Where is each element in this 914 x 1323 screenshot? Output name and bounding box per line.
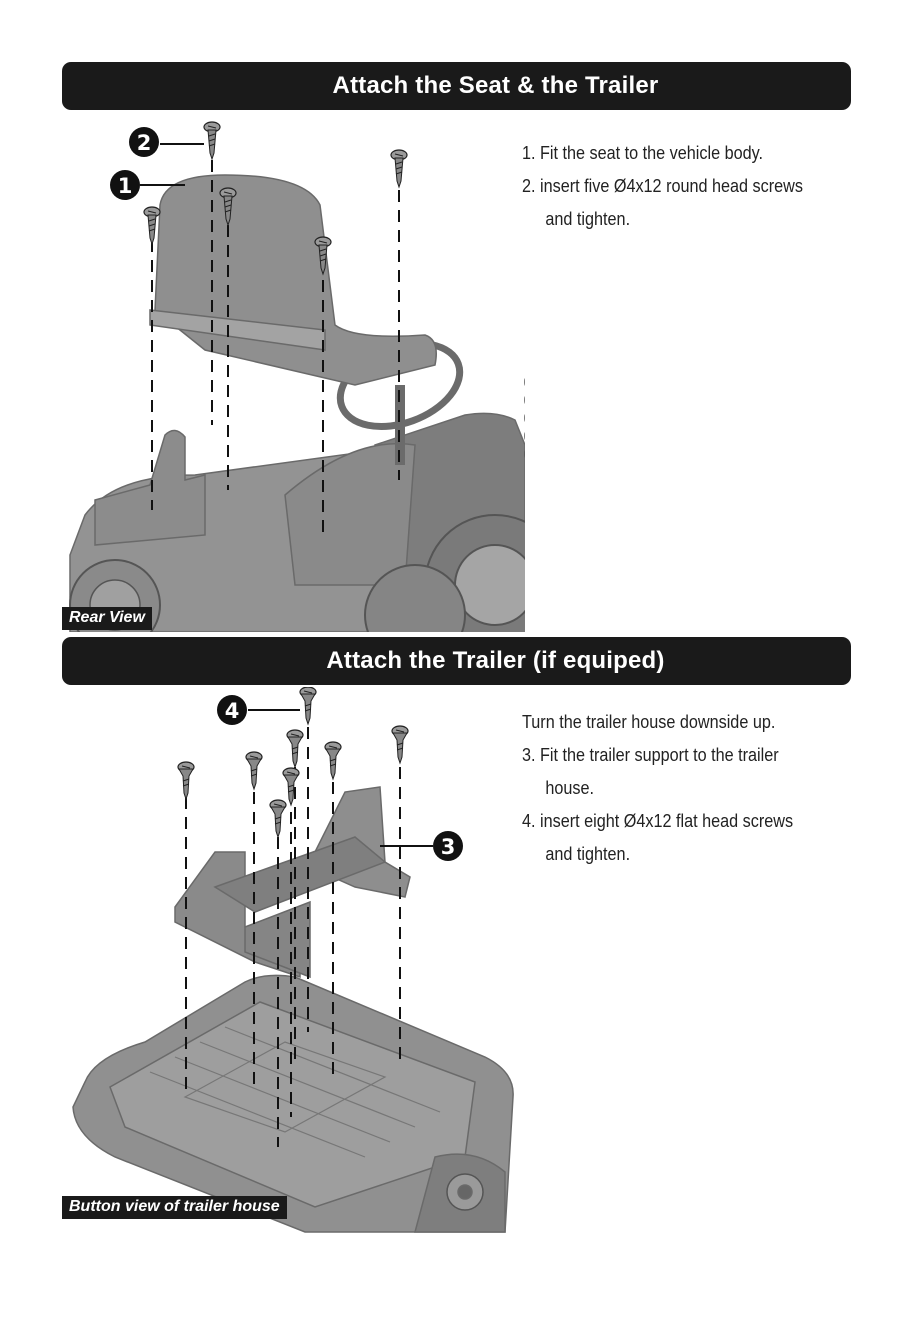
section-title-text: Attach the Seat & the Trailer — [332, 72, 659, 99]
callout-1-label: 1 — [118, 174, 133, 198]
instruction-step: 1. Fit the seat to the vehicle body. — [522, 143, 764, 163]
callout-3-label: 3 — [441, 835, 456, 859]
callout-2-label: 2 — [137, 131, 152, 155]
screw-guide-lines — [185, 727, 401, 1147]
trailer-house — [72, 974, 514, 1233]
section-title-seat-trailer: Attach the Seat & the Trailer — [62, 62, 851, 110]
seat-assembly-illustration: 2 1 — [55, 115, 566, 666]
instruction-step-continuation: and tighten. — [545, 844, 631, 864]
callout-3: 3 — [380, 831, 463, 861]
instructions-trailer: Turn the trailer house downside up. 3. F… — [522, 706, 819, 871]
callout-4-label: 4 — [225, 699, 240, 723]
view-caption-trailer-bottom: Button view of trailer house — [62, 1196, 287, 1219]
instruction-step: 2. insert five Ø4x12 round head screws — [522, 176, 803, 196]
instructions-seat: 1. Fit the seat to the vehicle body. 2. … — [522, 137, 819, 236]
trailer-support — [174, 786, 411, 979]
instruction-step: 4. insert eight Ø4x12 flat head screws — [522, 811, 794, 831]
instruction-step: 3. Fit the trailer support to the traile… — [522, 745, 779, 765]
trailer-assembly-illustration: 4 3 — [55, 686, 525, 1252]
section-title-text: Attach the Trailer (if equiped) — [326, 647, 665, 674]
callout-2: 2 — [129, 127, 204, 157]
callout-4: 4 — [217, 695, 300, 725]
instruction-step: Turn the trailer house downside up. — [522, 712, 776, 732]
instruction-step-continuation: and tighten. — [545, 209, 631, 229]
view-caption-rear: Rear View — [62, 607, 152, 630]
section-title-trailer: Attach the Trailer (if equiped) — [62, 637, 851, 685]
seat — [149, 174, 437, 386]
screw-guide-lines — [151, 160, 400, 535]
instruction-step-continuation: house. — [545, 778, 595, 798]
callout-1: 1 — [110, 170, 185, 200]
